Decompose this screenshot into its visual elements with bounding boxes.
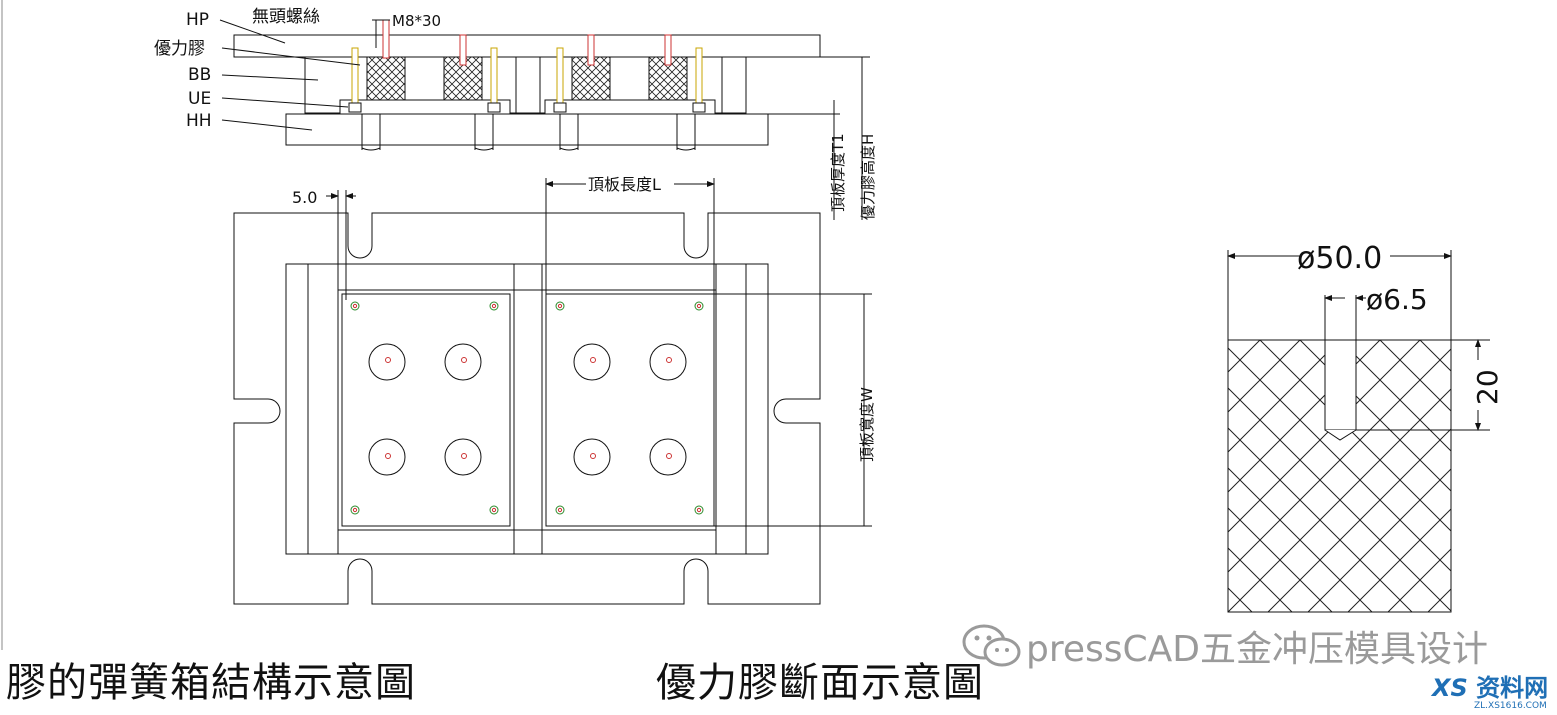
section-view (233, 19, 821, 151)
base-plate-outline (233, 212, 821, 605)
ejector-plate-right (545, 293, 715, 527)
urethane-block (366, 56, 406, 101)
xs-logo-icon: XS (1432, 674, 1468, 702)
label-hh: HH (186, 111, 212, 131)
label-wutou: 無頭螺絲 (252, 7, 320, 27)
caption-spring-box: 膠的彈簧箱結構示意圖 (6, 660, 416, 706)
label-bb: BB (188, 65, 211, 85)
hh-plate (285, 113, 769, 146)
wechat-icon (962, 624, 1021, 667)
ue-plate-right (544, 99, 716, 115)
corner-screws (350, 301, 704, 515)
urethane-cross-section (1227, 250, 1490, 613)
bolt-head (348, 102, 706, 113)
caption-urethane-section: 優力膠斷面示意圖 (656, 660, 984, 706)
label-d65: ø6.5 (1366, 283, 1428, 316)
plan-dims (326, 178, 872, 527)
label-plate-len: 頂板長度L (588, 175, 661, 194)
label-d50: ø50.0 (1297, 241, 1382, 276)
label-plate-thick: 頂板厚度T1 (829, 133, 847, 212)
label-youli: 優力膠 (154, 39, 205, 59)
set-screw (382, 19, 672, 66)
ejector-plate-left (341, 293, 511, 527)
urethane-circles (368, 343, 687, 476)
site-logo: XS 资料网 (1432, 668, 1548, 703)
label-m8: M8*30 (392, 12, 441, 30)
site-url: ZL.XS1616.COM (1474, 701, 1547, 711)
label-dim-5: 5.0 (292, 188, 317, 207)
plan-view (233, 212, 821, 605)
watermark-text: pressCAD五金冲压模具设计 (1026, 629, 1489, 670)
site-logo-text: 资料网 (1476, 674, 1549, 702)
lower-pin (361, 114, 696, 151)
watermark: pressCAD五金冲压模具设计 (958, 618, 1488, 674)
label-youli-height: 優力膠高度H (859, 134, 877, 220)
center-hole (1324, 339, 1357, 431)
section-dims (746, 56, 870, 220)
urethane-center-holes (385, 357, 672, 459)
label-h20: 20 (1471, 369, 1504, 405)
section-labels (219, 19, 390, 131)
label-ue: UE (188, 89, 211, 109)
hp-plate (233, 34, 821, 58)
label-hp: HP (186, 10, 209, 30)
inner-box (285, 263, 769, 555)
label-plate-width: 頂板寬度W (858, 387, 876, 462)
ue-plate-left (339, 99, 511, 115)
